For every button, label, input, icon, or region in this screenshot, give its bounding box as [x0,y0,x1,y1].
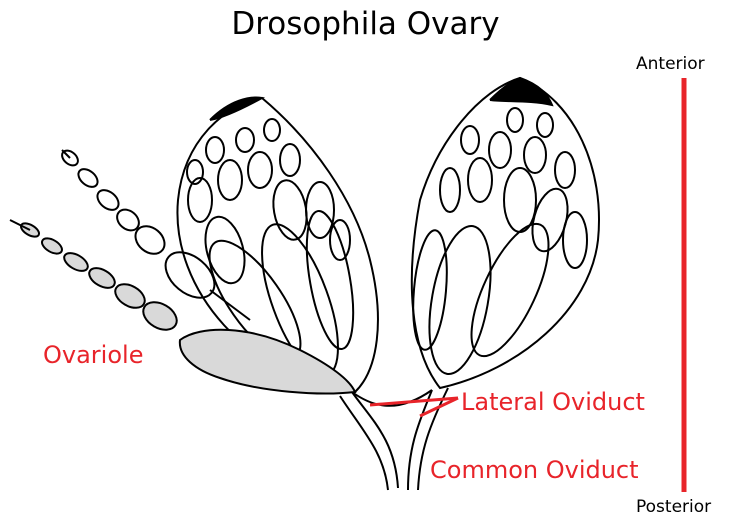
diagram-title: Drosophila Ovary [0,6,731,42]
anterior-label: Anterior [636,54,705,74]
lateral-oviduct-pointer [370,398,458,416]
common-oviduct-label: Common Oviduct [430,456,639,484]
posterior-label: Posterior [636,497,711,517]
lateral-oviduct-label: Lateral Oviduct [461,388,645,416]
ovariole-label: Ovariole [43,341,143,369]
right-ovary [409,78,599,388]
